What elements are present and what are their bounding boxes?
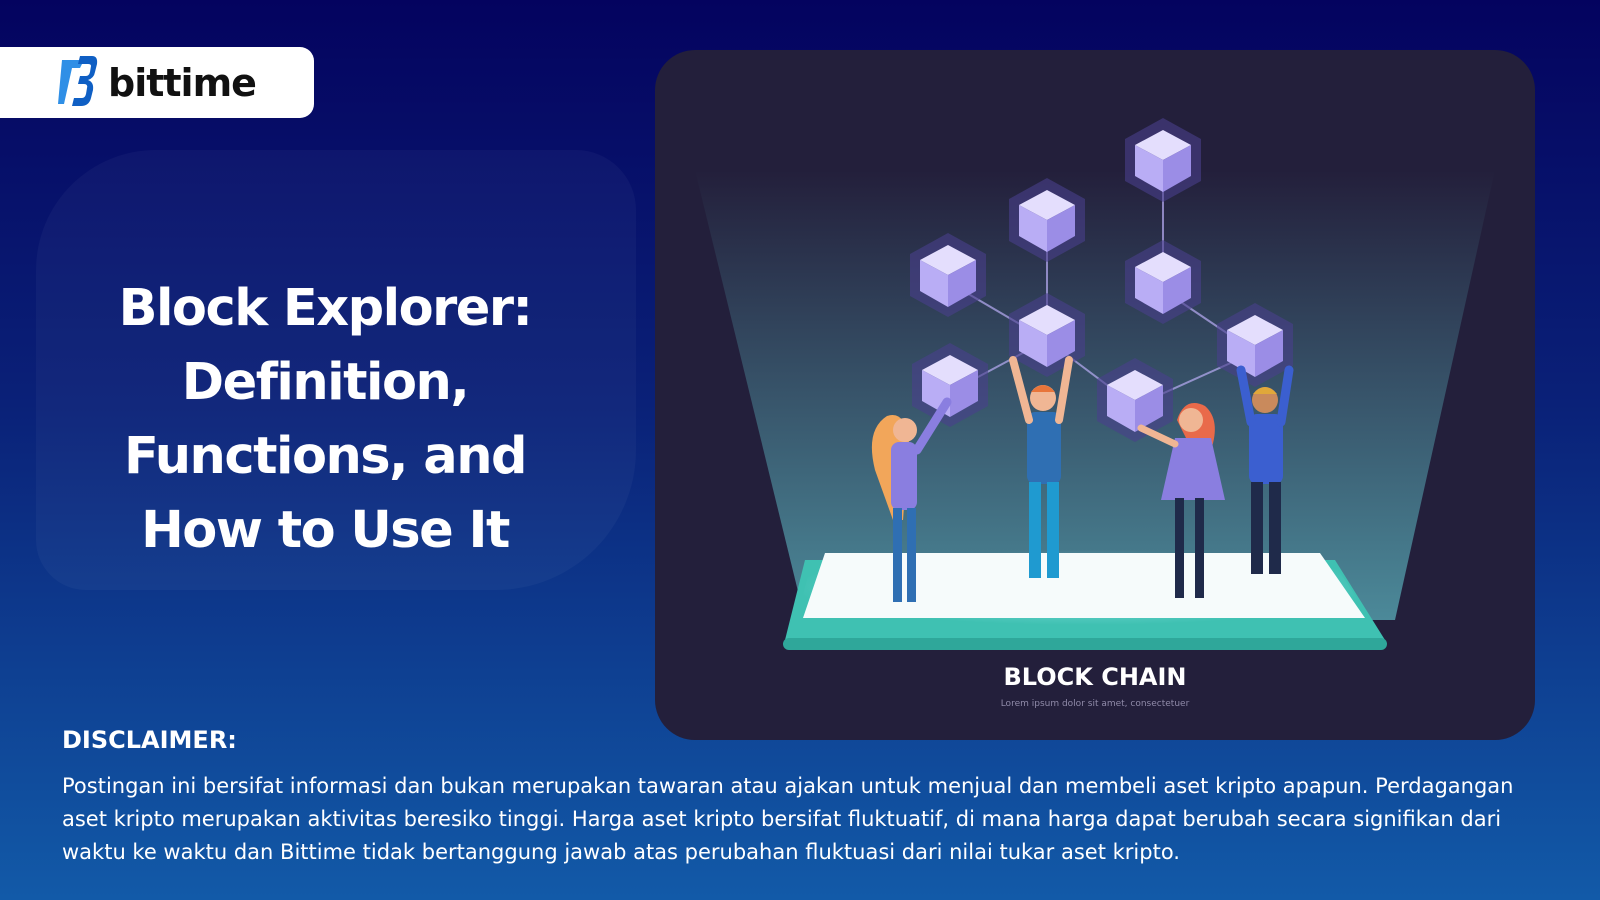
cube-icon	[1097, 358, 1173, 442]
title-line-2: Definition,	[181, 353, 470, 412]
person-figure	[871, 397, 952, 602]
cube-icon	[1125, 118, 1201, 202]
cube-icon	[912, 343, 988, 427]
platform-device	[783, 550, 1387, 650]
bittime-logo-icon	[58, 55, 98, 106]
blockchain-illustration: BLOCK CHAIN Lorem ipsum dolor sit amet, …	[655, 50, 1535, 740]
cube-icon	[910, 233, 986, 317]
cube-icon	[1009, 178, 1085, 262]
cube-icon	[1009, 293, 1085, 377]
illustration-caption: BLOCK CHAIN	[1004, 663, 1187, 691]
illustration-subcaption: Lorem ipsum dolor sit amet, consectetuer	[1001, 699, 1190, 709]
brand-name: bittime	[108, 60, 257, 105]
page-title: Block Explorer: Definition, Functions, a…	[60, 272, 590, 568]
block-cubes	[910, 118, 1293, 442]
title-line-1: Block Explorer:	[118, 279, 533, 338]
person-figure	[1137, 403, 1225, 598]
illustration-canvas: BLOCK CHAIN Lorem ipsum dolor sit amet, …	[695, 118, 1495, 709]
title-line-3: Functions, and	[123, 427, 528, 486]
cube-icon	[1125, 240, 1201, 324]
disclaimer-heading: DISCLAIMER:	[62, 726, 237, 754]
title-line-4: How to Use It	[141, 501, 510, 560]
disclaimer-text: Postingan ini bersifat informasi dan buk…	[62, 774, 1514, 864]
person-figure	[1009, 356, 1073, 578]
cube-icon	[1217, 303, 1293, 387]
brand-logo: bittime	[0, 47, 314, 118]
person-figure	[1236, 365, 1294, 574]
